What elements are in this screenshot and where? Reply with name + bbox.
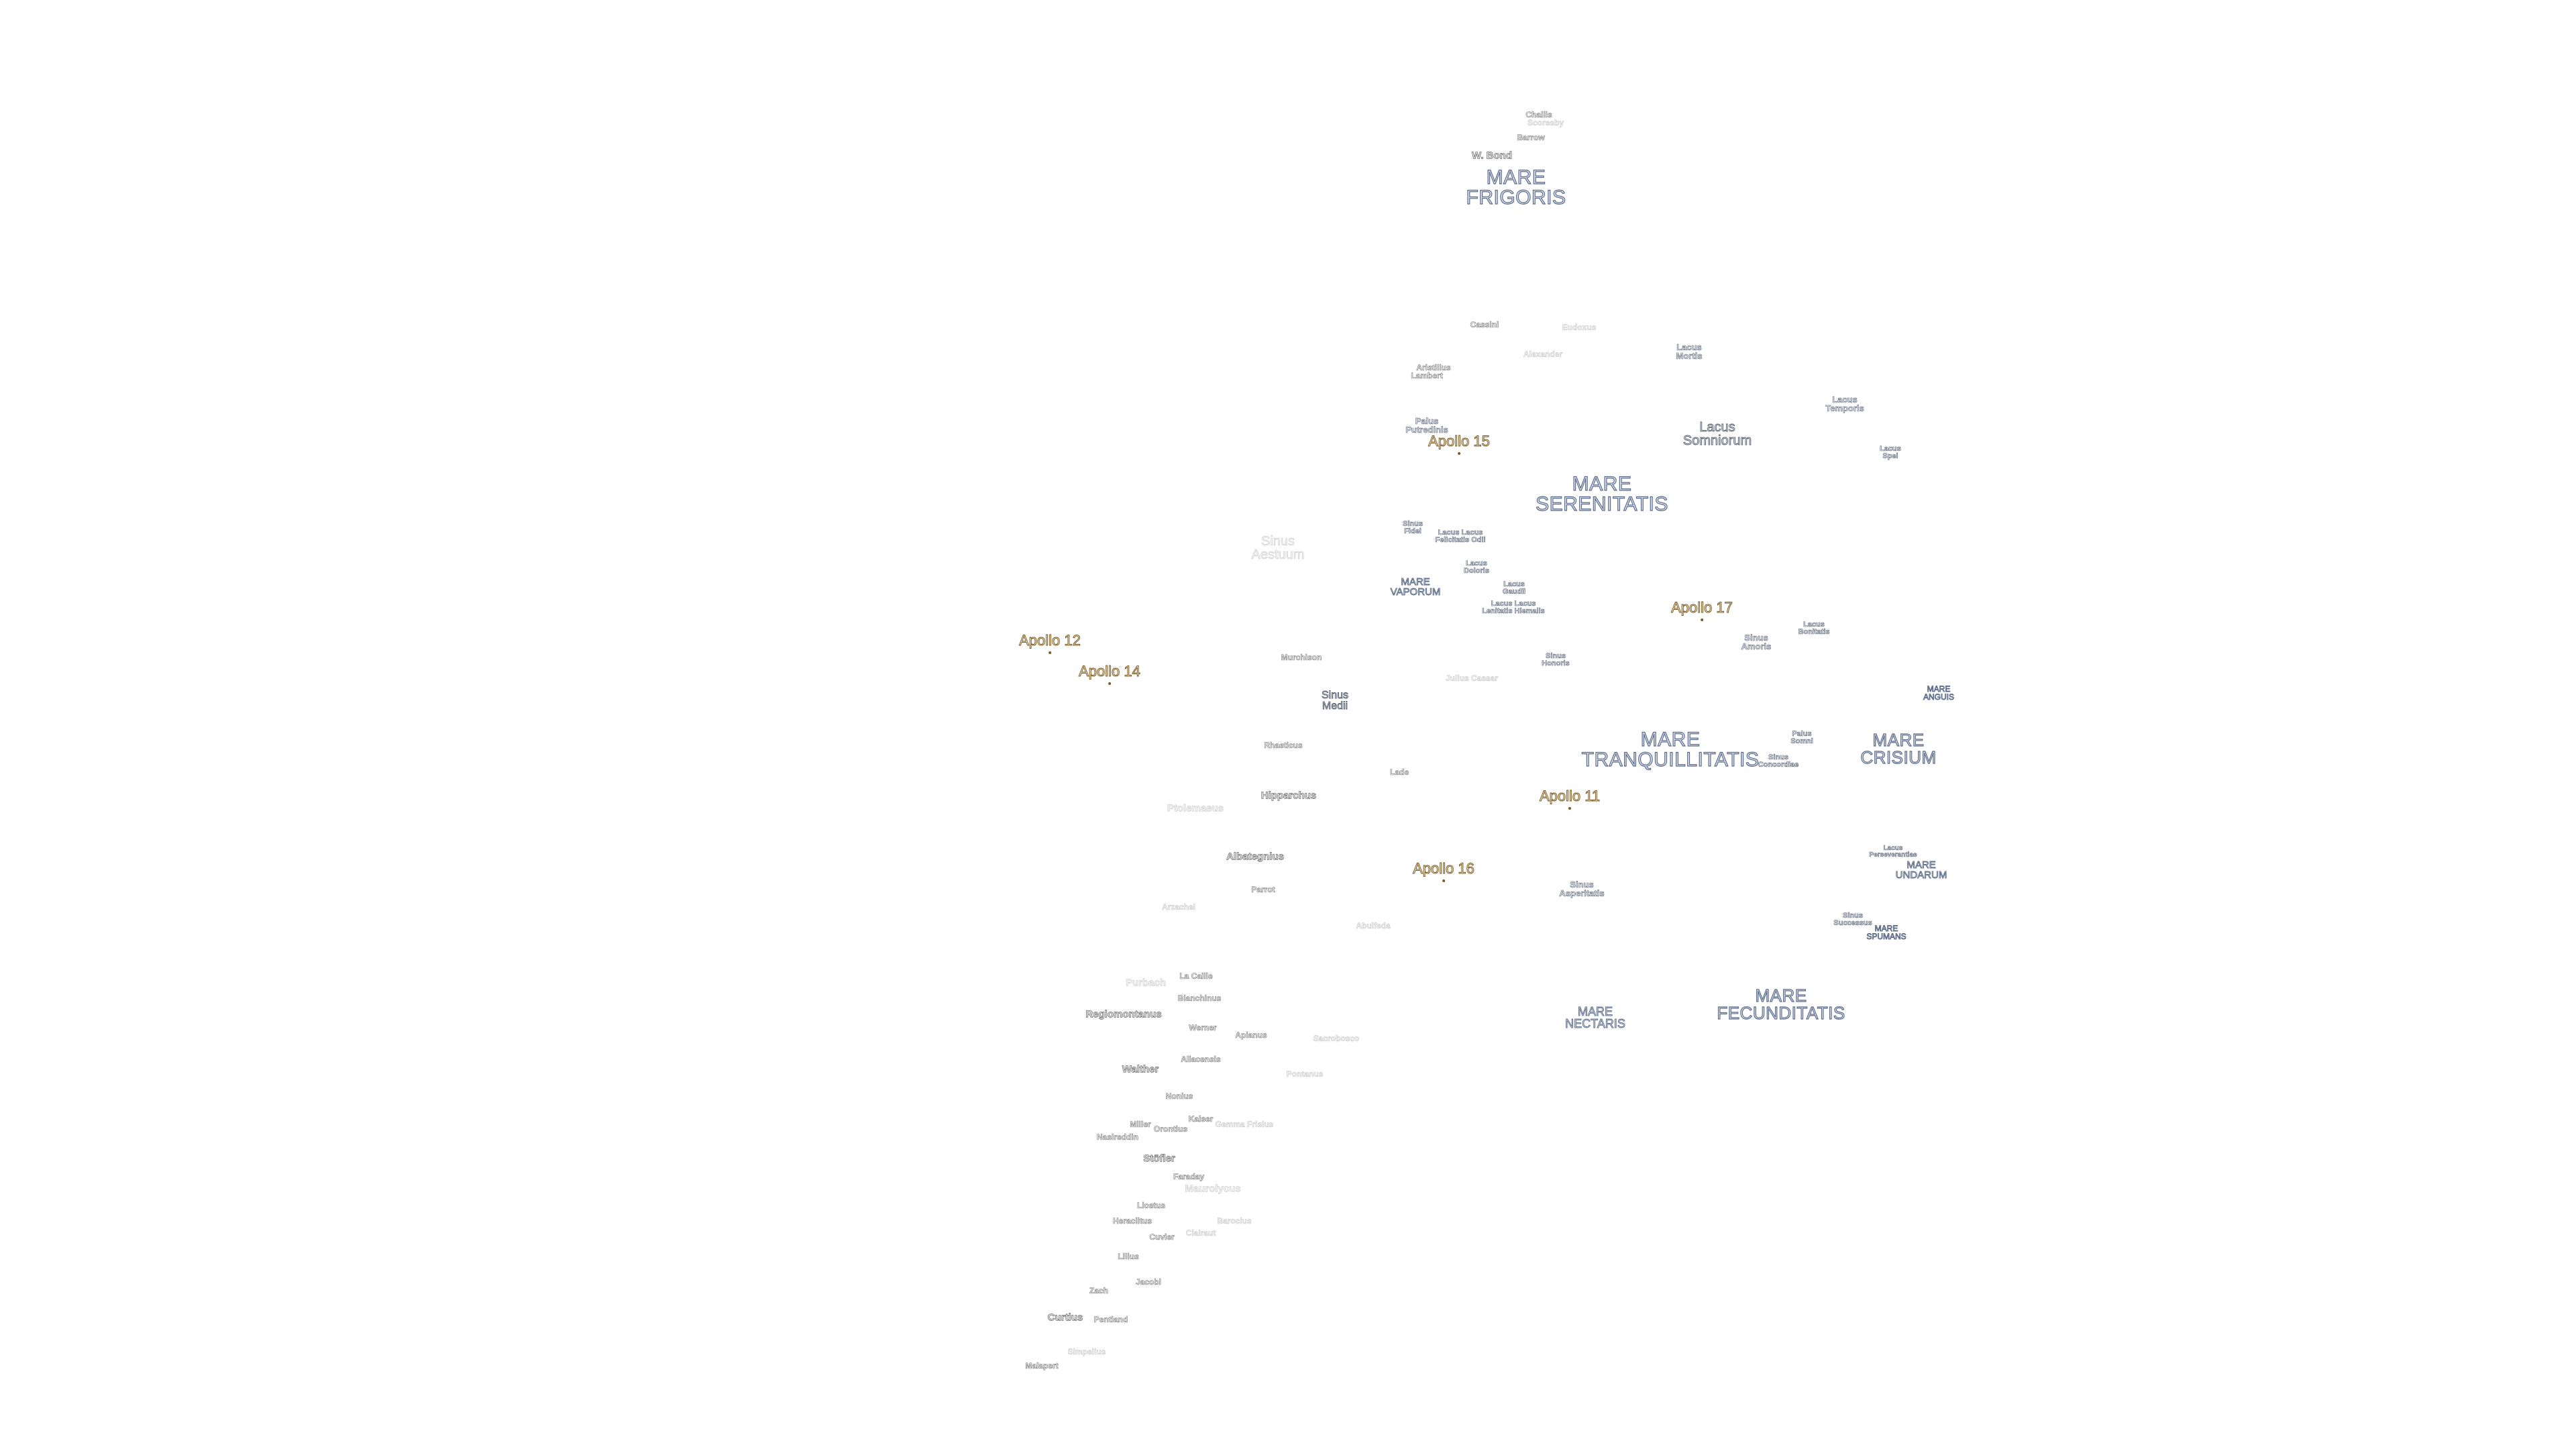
crater-werner-label[interactable]: Werner	[1189, 1023, 1217, 1032]
crater-aristillus-label[interactable]: Aristillus	[1416, 363, 1451, 372]
crater-orontius-label[interactable]: Orontius	[1154, 1124, 1188, 1134]
crater-challis-label[interactable]: Challis	[1525, 110, 1552, 119]
crater-gemma-frisius-label[interactable]: Gemma Frisius	[1215, 1120, 1274, 1129]
crater-barrow-label[interactable]: Barrow	[1517, 133, 1545, 142]
lacus-somniorum-label[interactable]: Lacus Somniorum	[1682, 420, 1752, 448]
lacus-spei-label[interactable]: Lacus Spei	[1880, 445, 1901, 460]
apollo-12-label[interactable]: Apollo 12	[1019, 632, 1081, 654]
crater-lade-label[interactable]: Lade	[1389, 767, 1409, 777]
crater-alexander-label[interactable]: Alexander	[1523, 350, 1563, 359]
crater-kaiser-label[interactable]: Kaiser	[1188, 1114, 1214, 1124]
sinus-aestuum-label[interactable]: Sinus Aestuum	[1251, 534, 1305, 562]
crater-licetus-label[interactable]: Licetus	[1136, 1201, 1166, 1210]
crater-cuvier-label[interactable]: Cuvier	[1149, 1232, 1175, 1242]
crater-lilius-label[interactable]: Lilius	[1118, 1252, 1139, 1261]
mare-serenitatis-label[interactable]: MARE SERENITATIS	[1536, 473, 1668, 515]
crater-albategnius-label[interactable]: Albategnius	[1226, 851, 1285, 863]
lacus-perseverantiae-label[interactable]: Lacus Perseverantiae	[1869, 845, 1917, 859]
crater-arzachel-label[interactable]: Arzachel	[1161, 902, 1196, 912]
crater-faraday-label[interactable]: Faraday	[1173, 1172, 1205, 1181]
crater-stofler-label[interactable]: Stöfler	[1143, 1152, 1175, 1165]
mare-crisium-label[interactable]: MARE CRISIUM	[1860, 730, 1937, 767]
lacus-mortis-label[interactable]: Lacus Mortis	[1676, 342, 1703, 361]
mare-vaporum-label[interactable]: MARE VAPORUM	[1390, 576, 1441, 598]
crater-zach-label[interactable]: Zach	[1089, 1286, 1109, 1295]
mare-nectaris-label[interactable]: MARE NECTARIS	[1565, 1005, 1626, 1030]
lacus-felicitatis-odii-label[interactable]: Lacus Lacus Felicitatis Odii	[1435, 529, 1486, 544]
crater-heraclitus-label[interactable]: Heraclitus	[1112, 1216, 1152, 1226]
mare-fecunditatis-label[interactable]: MARE FECUNDITATIS	[1717, 985, 1845, 1023]
crater-sacrobosco-label[interactable]: Sacrobosco	[1313, 1034, 1360, 1043]
palus-putredinis-label[interactable]: Palus Putredinis	[1405, 416, 1448, 435]
palus-somni-label[interactable]: Palus Somni	[1790, 730, 1813, 745]
lacus-temporis-label[interactable]: Lacus Temporis	[1825, 394, 1864, 413]
crater-scoresby-label[interactable]: Scoresby	[1527, 118, 1564, 127]
mare-tranquillitatis-label[interactable]: MARE TRANQUILLITATIS	[1581, 729, 1760, 771]
crater-aliacensis-label[interactable]: Aliacensis	[1181, 1055, 1221, 1064]
crater-curtius-label[interactable]: Curtius	[1047, 1311, 1083, 1324]
sinus-amoris-label[interactable]: Sinus Amoris	[1741, 633, 1772, 651]
crater-nonius-label[interactable]: Nonius	[1165, 1091, 1193, 1101]
apollo-16-label[interactable]: Apollo 16	[1413, 860, 1474, 882]
mare-undarum-label[interactable]: MARE UNDARUM	[1895, 859, 1947, 881]
crater-simpelius-label[interactable]: Simpelius	[1067, 1347, 1106, 1356]
lacus-bonitatis-label[interactable]: Lacus Bonitatis	[1798, 621, 1830, 636]
crater-abulfeda-label[interactable]: Abulfeda	[1356, 921, 1391, 930]
crater-murchison-label[interactable]: Murchison	[1281, 653, 1322, 662]
lacus-doloris-label[interactable]: Lacus Doloris	[1464, 559, 1490, 575]
crater-w-bond-label[interactable]: W. Bond	[1472, 150, 1513, 162]
mare-spumans-label[interactable]: MARE SPUMANS	[1866, 924, 1907, 941]
crater-nasireddin-label[interactable]: Nasireddin	[1096, 1132, 1139, 1142]
apollo-17-label[interactable]: Apollo 17	[1671, 599, 1733, 621]
lacus-gaudii-label[interactable]: Lacus Gaudii	[1502, 580, 1526, 596]
crater-pontanus-label[interactable]: Pontanus	[1286, 1069, 1324, 1079]
sinus-fidei-label[interactable]: Sinus Fidei	[1403, 520, 1424, 535]
apollo-11-label[interactable]: Apollo 11	[1539, 788, 1601, 810]
crater-purbach-label[interactable]: Purbach	[1125, 977, 1167, 989]
crater-jacobi-label[interactable]: Jacobi	[1135, 1277, 1162, 1287]
crater-apianus-label[interactable]: Apianus	[1235, 1030, 1267, 1040]
crater-miller-label[interactable]: Miller	[1130, 1120, 1151, 1129]
lacus-lenitatis-hiemalis-label[interactable]: Lacus Lacus Lenitatis Hiemalis	[1482, 600, 1545, 615]
mare-frigoris-label[interactable]: MARE FRIGORIS	[1466, 166, 1566, 209]
crater-rhaeticus-label[interactable]: Rhaeticus	[1264, 741, 1303, 750]
sinus-asperitatis-label[interactable]: Sinus Asperitatis	[1559, 879, 1605, 898]
crater-julius-caesar-label[interactable]: Julius Caesar	[1445, 674, 1499, 683]
crater-barocius-label[interactable]: Barocius	[1217, 1216, 1252, 1226]
crater-pentland-label[interactable]: Pentland	[1093, 1315, 1128, 1324]
crater-malapert-label[interactable]: Malapert	[1025, 1361, 1059, 1371]
mare-anguis-label[interactable]: MARE ANGUIS	[1923, 684, 1955, 702]
crater-eudoxus-label[interactable]: Eudoxus	[1562, 323, 1597, 332]
crater-lambert-label[interactable]: Lambert	[1411, 371, 1443, 380]
crater-cassini-label[interactable]: Cassini	[1470, 320, 1499, 329]
sinus-successus-label[interactable]: Sinus Successus	[1833, 912, 1872, 927]
crater-ptolemaeus-label[interactable]: Ptolemaeus	[1167, 802, 1224, 814]
crater-walther-label[interactable]: Walther	[1122, 1063, 1159, 1075]
crater-hipparchus-label[interactable]: Hipparchus	[1260, 790, 1317, 802]
crater-parrot-label[interactable]: Parrot	[1251, 885, 1275, 894]
apollo-15-label[interactable]: Apollo 15	[1428, 433, 1490, 455]
crater-blanchinus-label[interactable]: Blanchinus	[1177, 994, 1222, 1003]
crater-maurolycus-label[interactable]: Maurolycus	[1185, 1183, 1241, 1195]
sinus-medii-label[interactable]: Sinus Medii	[1321, 690, 1349, 712]
crater-la-caille-label[interactable]: La Caille	[1179, 971, 1213, 981]
sinus-honoris-label[interactable]: Sinus Honoris	[1542, 652, 1570, 667]
sinus-concordiae-label[interactable]: Sinus Concordiae	[1758, 753, 1799, 769]
crater-clairaut-label[interactable]: Clairaut	[1185, 1228, 1216, 1238]
crater-regiomontanus-label[interactable]: Regiomontanus	[1085, 1008, 1162, 1020]
apollo-14-label[interactable]: Apollo 14	[1079, 663, 1140, 685]
